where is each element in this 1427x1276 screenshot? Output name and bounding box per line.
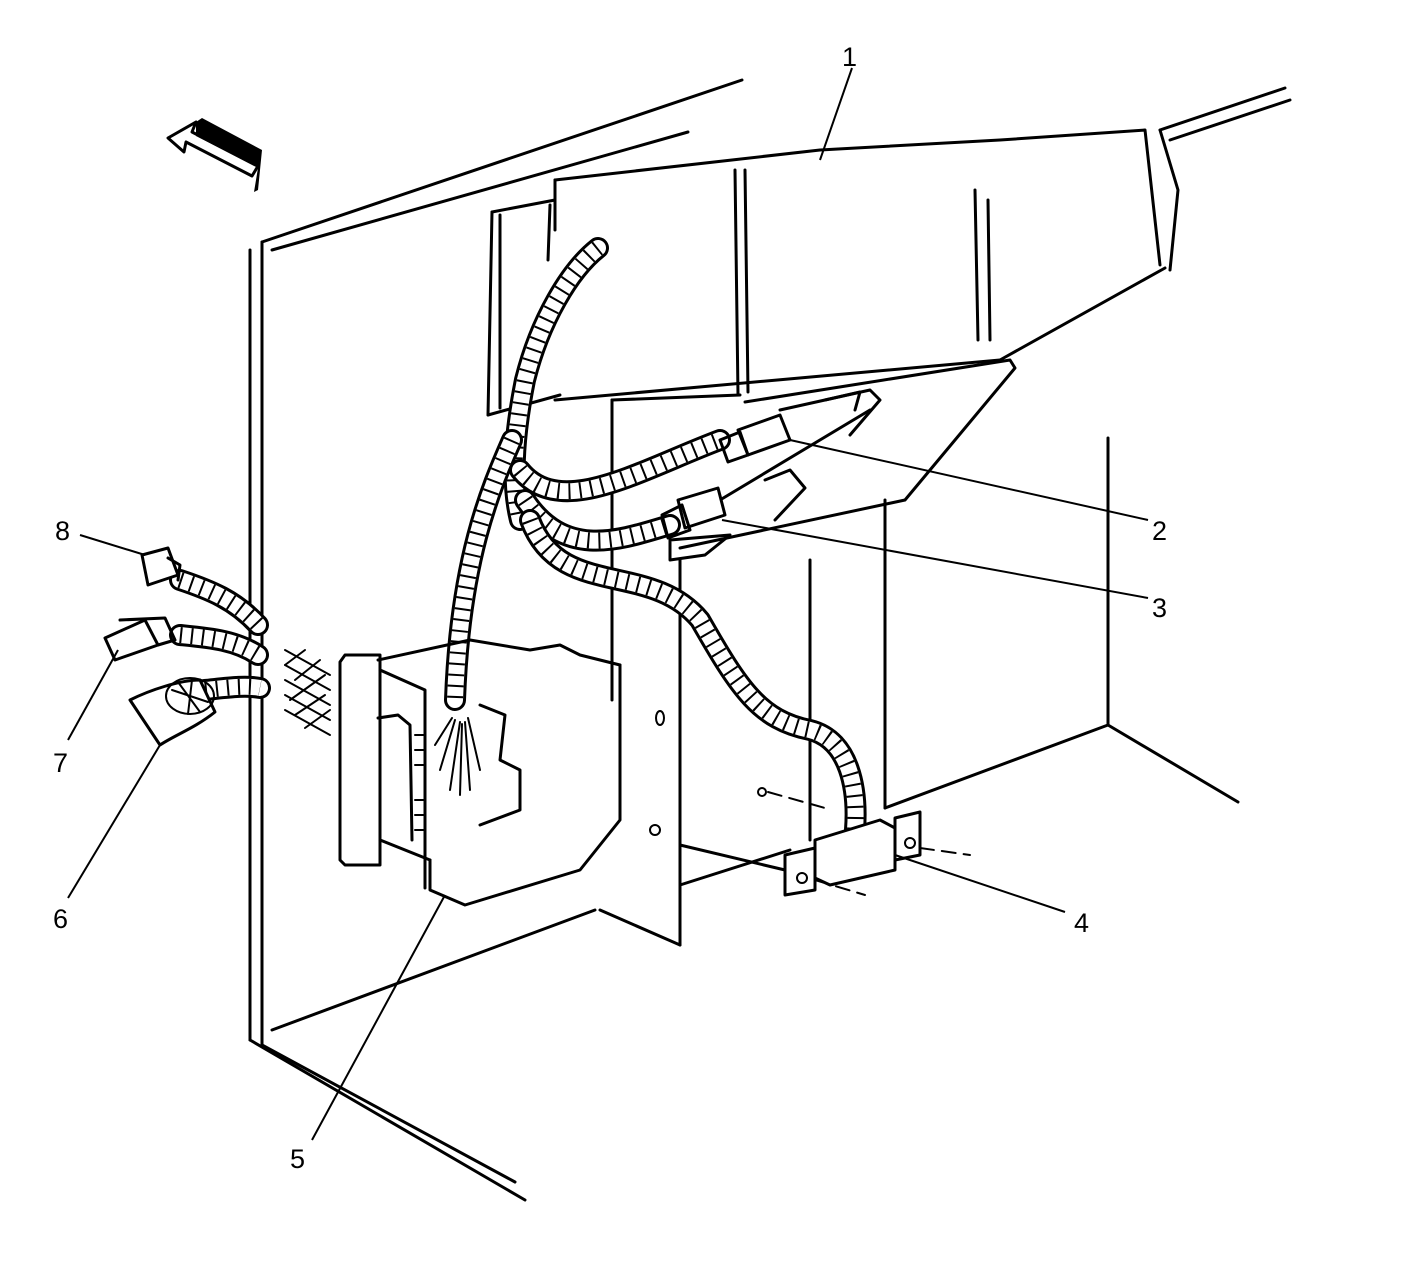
- connector-3: [660, 486, 732, 562]
- callout-5: 5: [290, 1144, 305, 1174]
- air-duct: [486, 86, 1292, 417]
- connector-7: [103, 616, 177, 662]
- leader-lines: [67, 67, 1149, 1141]
- callout-7: 7: [53, 748, 68, 778]
- wiring-harness: [169, 237, 867, 841]
- mounting-holes: [649, 710, 665, 836]
- callout-6: 6: [53, 904, 68, 934]
- callout-1: 1: [842, 42, 857, 72]
- connector-8: [140, 546, 182, 587]
- connector-6: [128, 677, 217, 747]
- callout-labels: 1 2 3 4 5 6 7 8: [53, 42, 1167, 1174]
- callout-4: 4: [1074, 908, 1089, 938]
- callout-3: 3: [1152, 593, 1167, 623]
- connector-4: [757, 787, 971, 897]
- control-module-5: [338, 638, 622, 907]
- callout-2: 2: [1152, 516, 1167, 546]
- duct-plate: [678, 358, 1017, 550]
- callout-8: 8: [55, 516, 70, 546]
- panel-grommet: [284, 649, 331, 736]
- inner-panel: [610, 393, 1240, 947]
- door-panel: [248, 78, 744, 1202]
- arrow-icon: [166, 118, 262, 192]
